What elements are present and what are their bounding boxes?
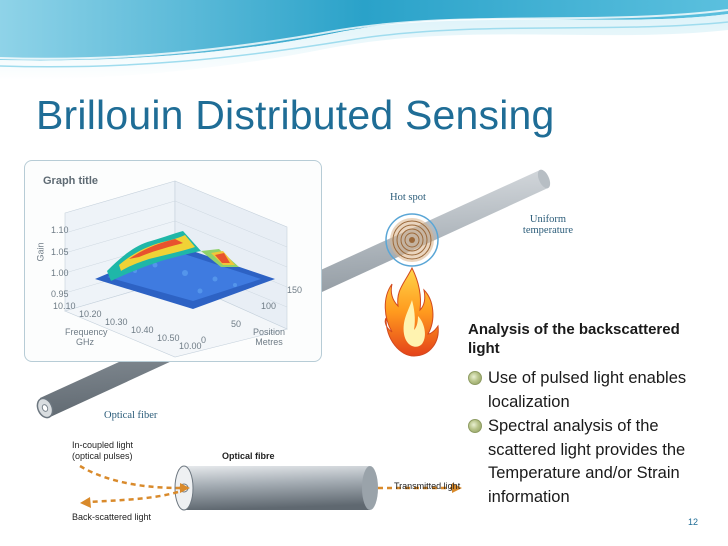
hot-spot-rings [385,213,439,267]
transmitted-light-label: Transmitted light [394,481,461,491]
z-tick: 0.95 [51,289,69,299]
brillouin-gain-graph: Graph title Gain 1.10 1.05 1 [24,160,322,362]
bullet-icon [468,371,482,385]
bullet-item: Use of pulsed light enables localization [468,367,718,414]
freq-tick: 10.20 [79,309,102,319]
graph-z-label: Gain [35,242,46,262]
position-tick: 0 [201,335,207,345]
z-tick: 1.05 [51,247,69,257]
flame-icon [384,266,439,357]
freq-tick: 10.40 [131,325,154,335]
freq-tick: 10.00 [179,341,202,351]
optical-fiber-label: Optical fiber [104,410,158,421]
graph-title: Graph title [43,175,99,187]
bullet-item: Spectral analysis of the scattered light… [468,415,718,509]
z-tick: 1.00 [51,268,69,278]
page-number: 12 [688,517,699,527]
optical-fibre-label: Optical fibre [222,451,275,461]
slide-title: Brillouin Distributed Sensing [36,92,555,138]
in-coupled-label: In-coupled light(optical pulses) [72,440,134,461]
bullet-icon [468,419,482,433]
position-tick: 50 [231,319,242,329]
hot-spot-label: Hot spot [390,192,426,203]
z-tick: 1.10 [51,225,69,235]
freq-tick: 10.10 [53,301,76,311]
header-wave [0,0,728,90]
fibre-schematic [79,464,462,511]
analysis-heading: Analysis of the backscattered light [468,321,680,357]
freq-tick: 10.50 [157,333,180,343]
back-scattered-label: Back-scattered light [72,512,152,522]
position-tick: 150 [287,285,303,295]
graph-3d-surface [64,180,288,358]
freq-tick: 10.30 [105,317,128,327]
position-tick: 100 [261,301,277,311]
